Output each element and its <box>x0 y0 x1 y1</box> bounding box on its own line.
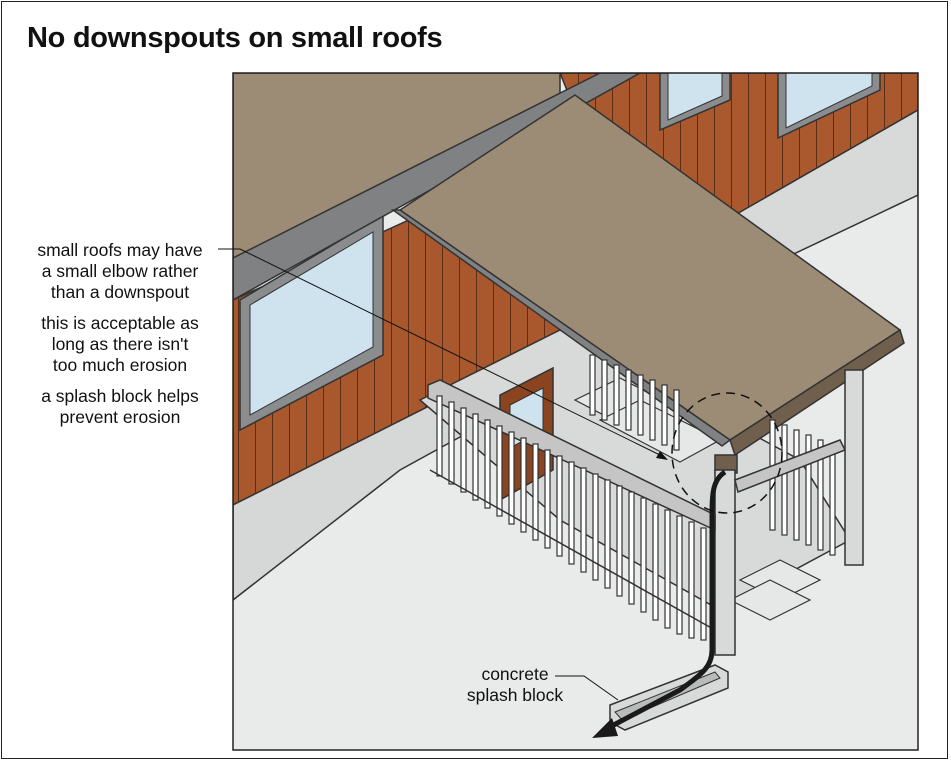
front-railing-bottom <box>429 469 716 631</box>
note-acceptable: this is acceptable as long as there isn'… <box>6 313 234 376</box>
upper-window-2-glass <box>785 73 873 129</box>
right-railing-top <box>734 439 847 494</box>
note-line: a splash block helps <box>41 386 199 406</box>
porch-post-front <box>714 469 736 656</box>
porch-roof-rake <box>390 209 732 447</box>
callout-line: concrete <box>481 664 549 684</box>
note-line: a small elbow rather <box>41 261 199 281</box>
page-title: No downspouts on small roofs <box>27 22 443 54</box>
note-line: small roofs may have <box>37 240 203 260</box>
water-flow-arrowhead <box>592 718 618 738</box>
leader-arrowhead <box>656 451 668 460</box>
left-window-glass <box>249 231 374 416</box>
upper-window-1-glass <box>667 73 723 121</box>
callout-line: splash block <box>466 685 564 705</box>
note-line: this is acceptable as <box>41 313 199 333</box>
note-line: prevent erosion <box>59 407 181 427</box>
note-line: too much erosion <box>52 355 188 375</box>
note-line: long as there isn't <box>51 334 189 354</box>
scene-border <box>232 72 919 751</box>
note-line: than a downspout <box>50 282 190 302</box>
note-splash-block: a splash block helps prevent erosion <box>6 386 234 428</box>
leader-lines <box>218 248 663 701</box>
porch-post-right <box>844 369 864 566</box>
note-small-roofs: small roofs may have a small elbow rathe… <box>6 240 234 303</box>
front-balusters <box>436 395 707 641</box>
splash-block-label: concrete splash block <box>440 664 590 706</box>
elbow-highlight-circle <box>671 392 783 514</box>
water-flow-path <box>606 469 727 731</box>
front-railing-rail <box>427 379 716 532</box>
